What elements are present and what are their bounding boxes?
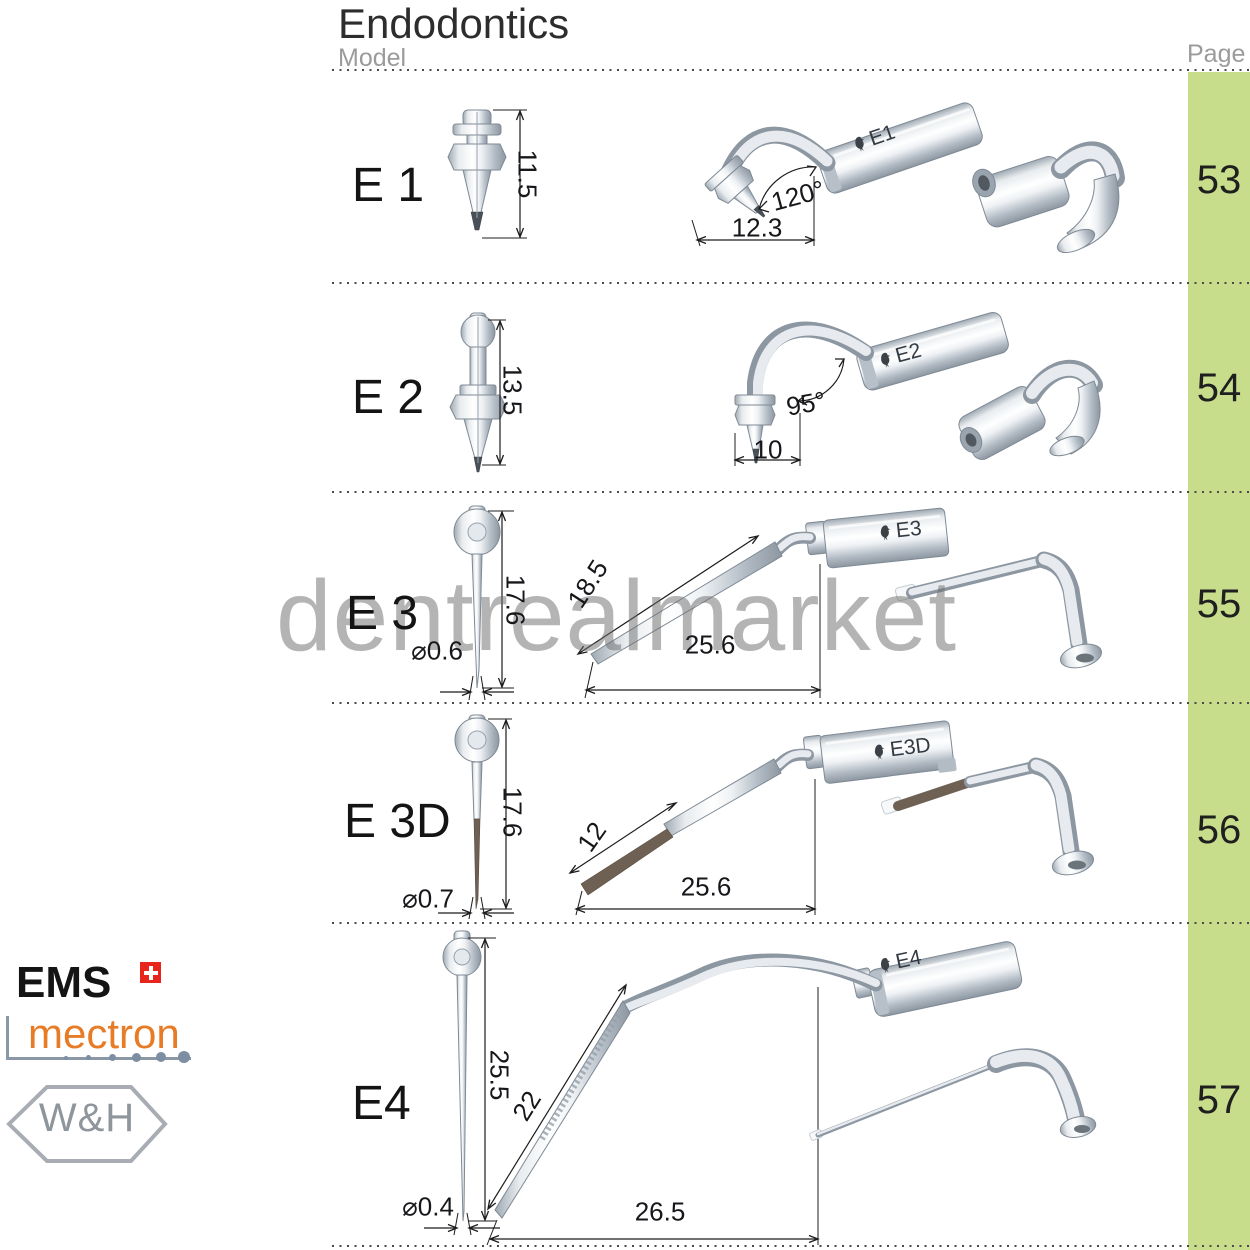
e2-row-drawings (449, 311, 1103, 473)
model-name-e1: E 1 (352, 159, 425, 212)
e3d-diameter-dim: ⌀0.7 (402, 883, 454, 914)
page-number-e2: 54 (1196, 366, 1242, 410)
model-name-e3: E 3 (346, 587, 419, 640)
ems-logo: EMS (16, 958, 161, 1008)
wh-logo-text: W&H (38, 1096, 136, 1140)
mectron-axis-horizontal (6, 1057, 191, 1060)
e4-side-view (424, 930, 500, 1236)
e4-product-photo (809, 1048, 1097, 1141)
page-title: Endodontics (338, 0, 570, 47)
e1-length-dim: 11.5 (512, 149, 543, 199)
e4-width-dim: 26.5 (634, 1196, 686, 1227)
e3-length-dim: 17.6 (500, 574, 531, 626)
e2-side-view (449, 312, 507, 473)
page-number-e4: 57 (1196, 1078, 1242, 1122)
divider (332, 282, 1250, 285)
wh-logo (4, 1082, 170, 1167)
divider (332, 491, 1250, 494)
mectron-dot (156, 1052, 166, 1062)
mectron-logo: mectron (28, 1010, 180, 1057)
page-column-label: Page (1187, 40, 1246, 68)
e3-width-dim: 25.6 (684, 629, 736, 660)
woodpecker-logo-icon (880, 352, 890, 368)
divider (332, 69, 1250, 72)
mectron-dot (178, 1051, 190, 1063)
watermark: dentrealmarket (276, 560, 957, 672)
page-number-e3d: 56 (1196, 808, 1242, 852)
e3-product-photo (894, 551, 1103, 669)
woodpecker-logo-icon (880, 524, 891, 541)
page-number-column (1188, 72, 1250, 1250)
e3d-row-drawings (438, 714, 1095, 920)
model-name-e2: E 2 (352, 371, 425, 424)
e3d-side-view (438, 714, 514, 920)
e4-angled-view (486, 941, 1023, 1246)
page-number-e3: 55 (1196, 582, 1242, 626)
e3d-length-dim: 17.6 (497, 786, 528, 838)
woodpecker-logo-icon (874, 744, 885, 760)
e2-tip-marking: E2 (876, 339, 924, 373)
divider (332, 922, 1250, 925)
e3d-angled-view (568, 720, 957, 916)
model-name-e3d: E 3D (344, 795, 451, 848)
e1-product-photo (972, 141, 1125, 254)
model-name-e4: E4 (352, 1077, 411, 1130)
e1-width-dim: 12.3 (731, 212, 783, 243)
e2-width-dim: 10 (753, 434, 783, 465)
e3-diameter-dim: ⌀0.6 (411, 635, 463, 666)
e4-length-dim: 25.5 (484, 1049, 515, 1101)
e1-tip-marking: E1 (849, 121, 898, 158)
e1-angled-view (691, 102, 983, 247)
e2-angled-view (733, 311, 1009, 466)
sleeve-text: E3 (894, 516, 923, 543)
e3d-tip-marking: E3D (871, 734, 932, 765)
e4-row-drawings (424, 930, 1097, 1246)
mectron-axis-vertical (6, 1016, 9, 1060)
woodpecker-logo-icon (855, 136, 864, 152)
e4-tip-marking: E4 (876, 946, 924, 979)
woodpecker-logo-icon (880, 957, 890, 973)
model-column-label: Model (338, 44, 407, 72)
sleeve-text: E3D (888, 733, 932, 762)
e3-side-view (440, 505, 514, 701)
e3d-product-photo (880, 757, 1095, 876)
mectron-dot (86, 1055, 91, 1060)
swiss-cross-icon (140, 962, 161, 983)
mectron-dot (132, 1053, 141, 1062)
e2-product-photo (958, 359, 1103, 460)
e1-side-view (447, 109, 527, 239)
divider (332, 702, 1250, 705)
ems-logo-text: EMS (16, 958, 112, 1007)
e3-tip-marking: E3 (877, 517, 923, 545)
e2-length-dim: 13.5 (497, 364, 528, 416)
mectron-dot (64, 1056, 68, 1060)
e4-diameter-dim: ⌀0.4 (402, 1191, 454, 1222)
e1-row-drawings (447, 102, 1125, 254)
e3d-width-dim: 25.6 (680, 871, 732, 902)
mectron-dot (109, 1054, 116, 1061)
hexagon-outline (6, 1085, 168, 1163)
divider (332, 1245, 1250, 1248)
page-number-e1: 53 (1196, 158, 1242, 202)
